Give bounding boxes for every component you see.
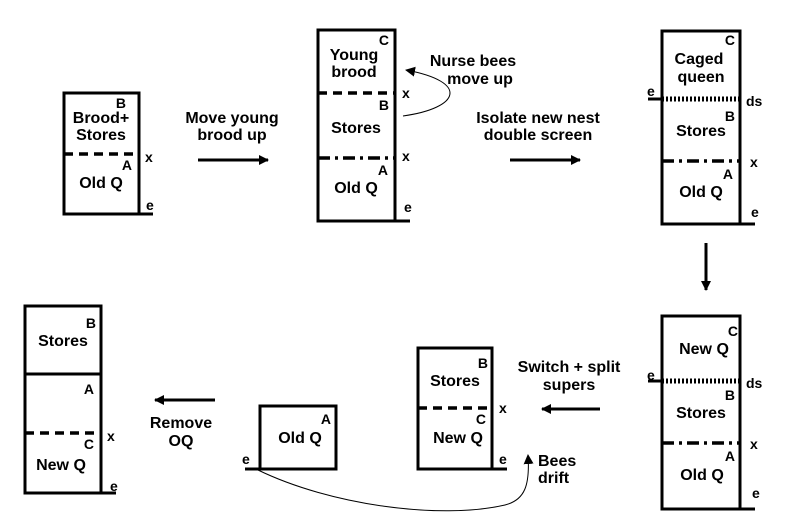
box-label-a: A [122, 157, 132, 173]
annotation-label: drift [538, 470, 570, 487]
box-content-label: Brood+ [73, 110, 129, 127]
box-content-label: queen [677, 69, 724, 86]
entrance-mark: e [242, 451, 250, 467]
excluder-mark: x [750, 154, 758, 170]
annotation-label: move up [447, 71, 513, 88]
excluder-mark: x [107, 428, 115, 444]
box-label-c: C [476, 411, 486, 427]
transition-4: Switch + split supers [518, 359, 621, 414]
transition-2: Isolate new nest double screen [476, 110, 600, 165]
box-content-label: Stores [676, 123, 726, 140]
box-content-label: Stores [38, 333, 88, 350]
queen-label: Old Q [679, 184, 723, 201]
transition-label: brood up [197, 127, 267, 144]
queen-label: New Q [679, 341, 729, 358]
box-label-c: C [725, 32, 735, 48]
box-label-c: C [379, 32, 389, 48]
box-content-label: Stores [331, 120, 381, 137]
box-content-label: Stores [676, 405, 726, 422]
hive-step-2: C Young brood x B Stores x A Old Q e Nur… [316, 28, 516, 223]
transition-label: Remove [150, 415, 212, 432]
box-label-b: B [725, 108, 735, 124]
queen-label: Old Q [278, 430, 322, 447]
box-label-a: A [378, 162, 388, 178]
box-content-label: Young [330, 47, 379, 64]
hive-body [660, 29, 742, 226]
hive-body [316, 28, 397, 223]
transition-label: Move young [185, 110, 278, 127]
box-label-b: B [379, 97, 389, 113]
transition-label: supers [543, 377, 596, 394]
box-content-label: Stores [76, 127, 126, 144]
box-label-a: A [725, 448, 735, 464]
box-label-b: B [86, 315, 96, 331]
hive-step-6: A Old Q e [242, 404, 338, 471]
transition-label: double screen [484, 127, 592, 144]
hive-step-1: B Brood+ Stores A Old Q x e [62, 91, 154, 216]
transition-label: Switch + split [518, 359, 621, 376]
queen-label: Old Q [680, 467, 724, 484]
queen-label: Old Q [334, 180, 378, 197]
entrance-mark: e [404, 199, 412, 215]
box-label-a: A [321, 411, 331, 427]
transition-label: OQ [169, 433, 194, 450]
box-label-c: C [84, 436, 94, 452]
entrance-mark: e [110, 478, 118, 494]
box-label-b: B [478, 355, 488, 371]
queen-label: Old Q [79, 175, 123, 192]
hive-body [660, 314, 742, 511]
box-label-c: C [728, 323, 738, 339]
hive-body [23, 304, 103, 495]
hive-step-4: C New Q e ds B Stores x A Old Q e [647, 314, 763, 511]
excluder-mark: x [402, 85, 410, 101]
hive-body [258, 404, 338, 471]
excluder-mark: x [145, 149, 153, 165]
entrance-mark: e [751, 204, 759, 220]
queen-label: New Q [36, 457, 86, 474]
transition-1: Move young brood up [185, 110, 279, 165]
transition-label: Isolate new nest [476, 110, 600, 127]
transition-6: Remove OQ [150, 395, 215, 450]
queen-label: New Q [433, 430, 483, 447]
hive-step-3: C Caged queen e ds B Stores x A Old Q e [647, 29, 763, 226]
box-label-b: B [116, 95, 126, 111]
double-screen-mark: ds [746, 93, 763, 109]
excluder-mark: x [402, 148, 410, 164]
drift-arrow-icon [257, 454, 534, 512]
excluder-mark: x [750, 436, 758, 452]
entrance-mark: e [752, 485, 760, 501]
curved-arrow-icon [402, 66, 451, 117]
hive-step-7: B Stores A x C New Q e [23, 304, 118, 495]
entrance-mark: e [146, 197, 154, 213]
box-content-label: Caged [675, 51, 724, 68]
excluder-mark: x [499, 400, 507, 416]
annotation-label: Bees [538, 453, 576, 470]
entrance-mark: e [647, 367, 655, 383]
double-screen-mark: ds [746, 375, 763, 391]
box-content-label: brood [331, 64, 376, 81]
box-label-b: B [725, 387, 735, 403]
box-label-a: A [84, 381, 94, 397]
box-label-a: A [723, 166, 733, 182]
entrance-mark: e [499, 451, 507, 467]
hive-step-5: B Stores x C New Q e Bees drift [416, 346, 576, 487]
box-content-label: Stores [430, 373, 480, 390]
entrance-mark: e [647, 83, 655, 99]
annotation-label: Nurse bees [430, 53, 516, 70]
